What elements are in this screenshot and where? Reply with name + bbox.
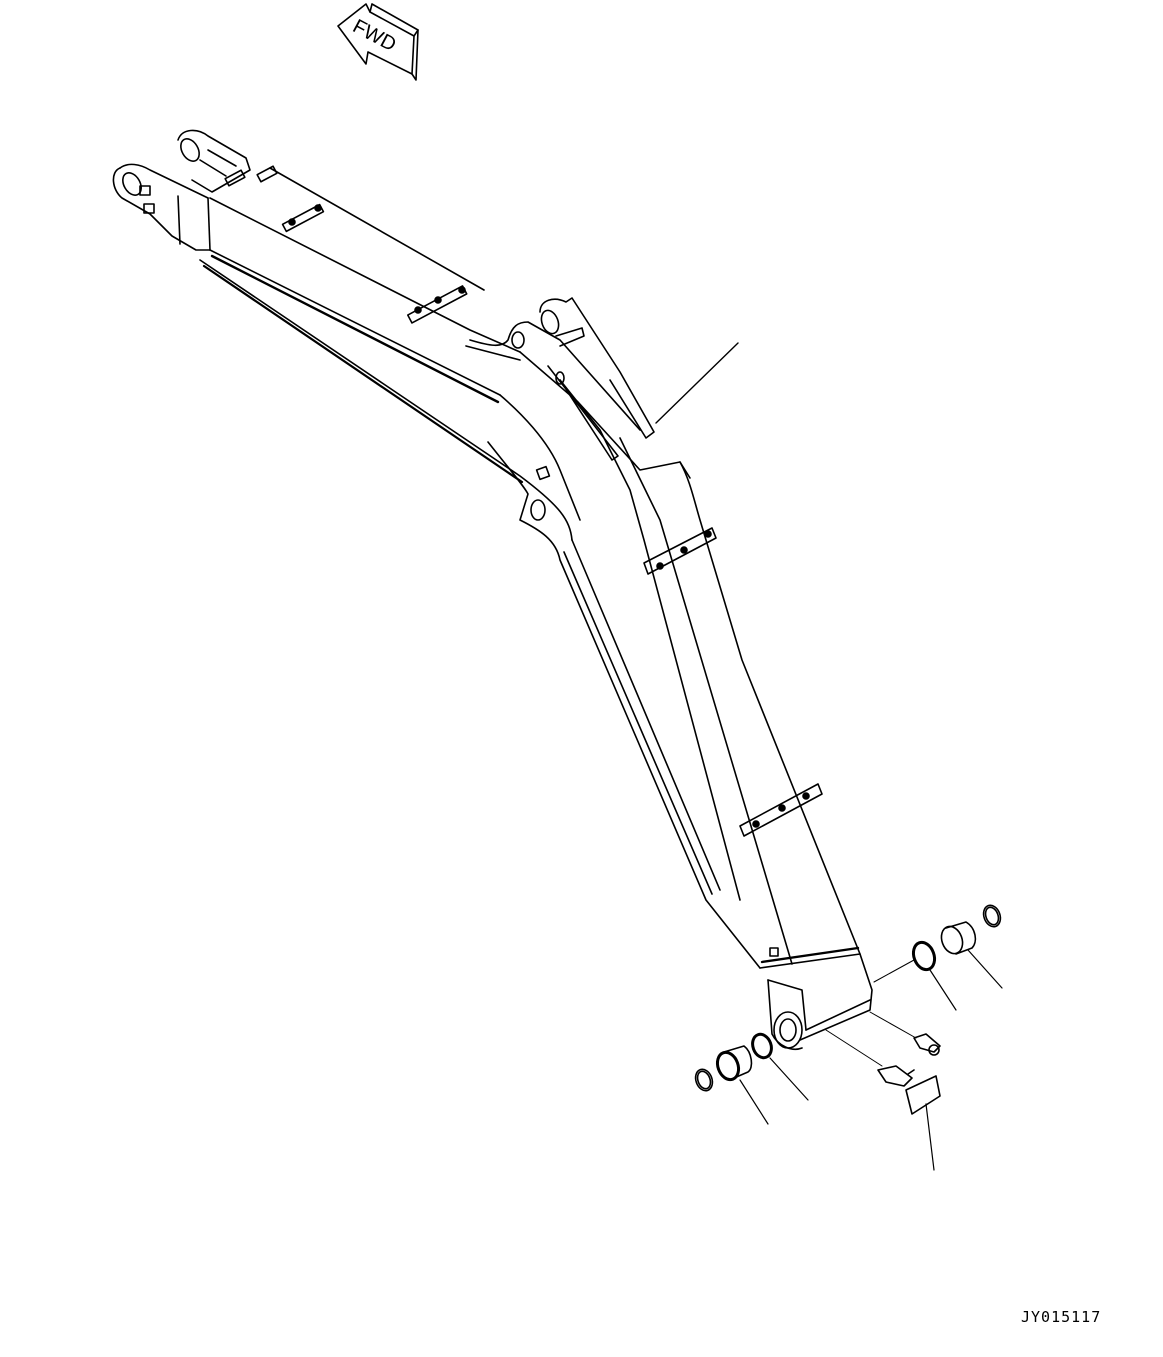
forward-arrow-icon: FWD: [338, 4, 418, 80]
strap-lower: [740, 784, 822, 836]
grease-fitting-pair: [826, 1012, 940, 1170]
figure-id: JY015117: [1021, 1308, 1102, 1326]
boom: [113, 130, 872, 1049]
seal-ring-right: [910, 939, 956, 1010]
snap-ring-left: [693, 1067, 716, 1093]
seal-ring-left: [749, 1032, 808, 1100]
strap-upper: [644, 528, 716, 574]
bushing-left: [714, 1046, 768, 1124]
snap-ring-right: [981, 903, 1004, 929]
bushing-right: [938, 922, 1002, 988]
leader-line-boom: [656, 343, 738, 423]
